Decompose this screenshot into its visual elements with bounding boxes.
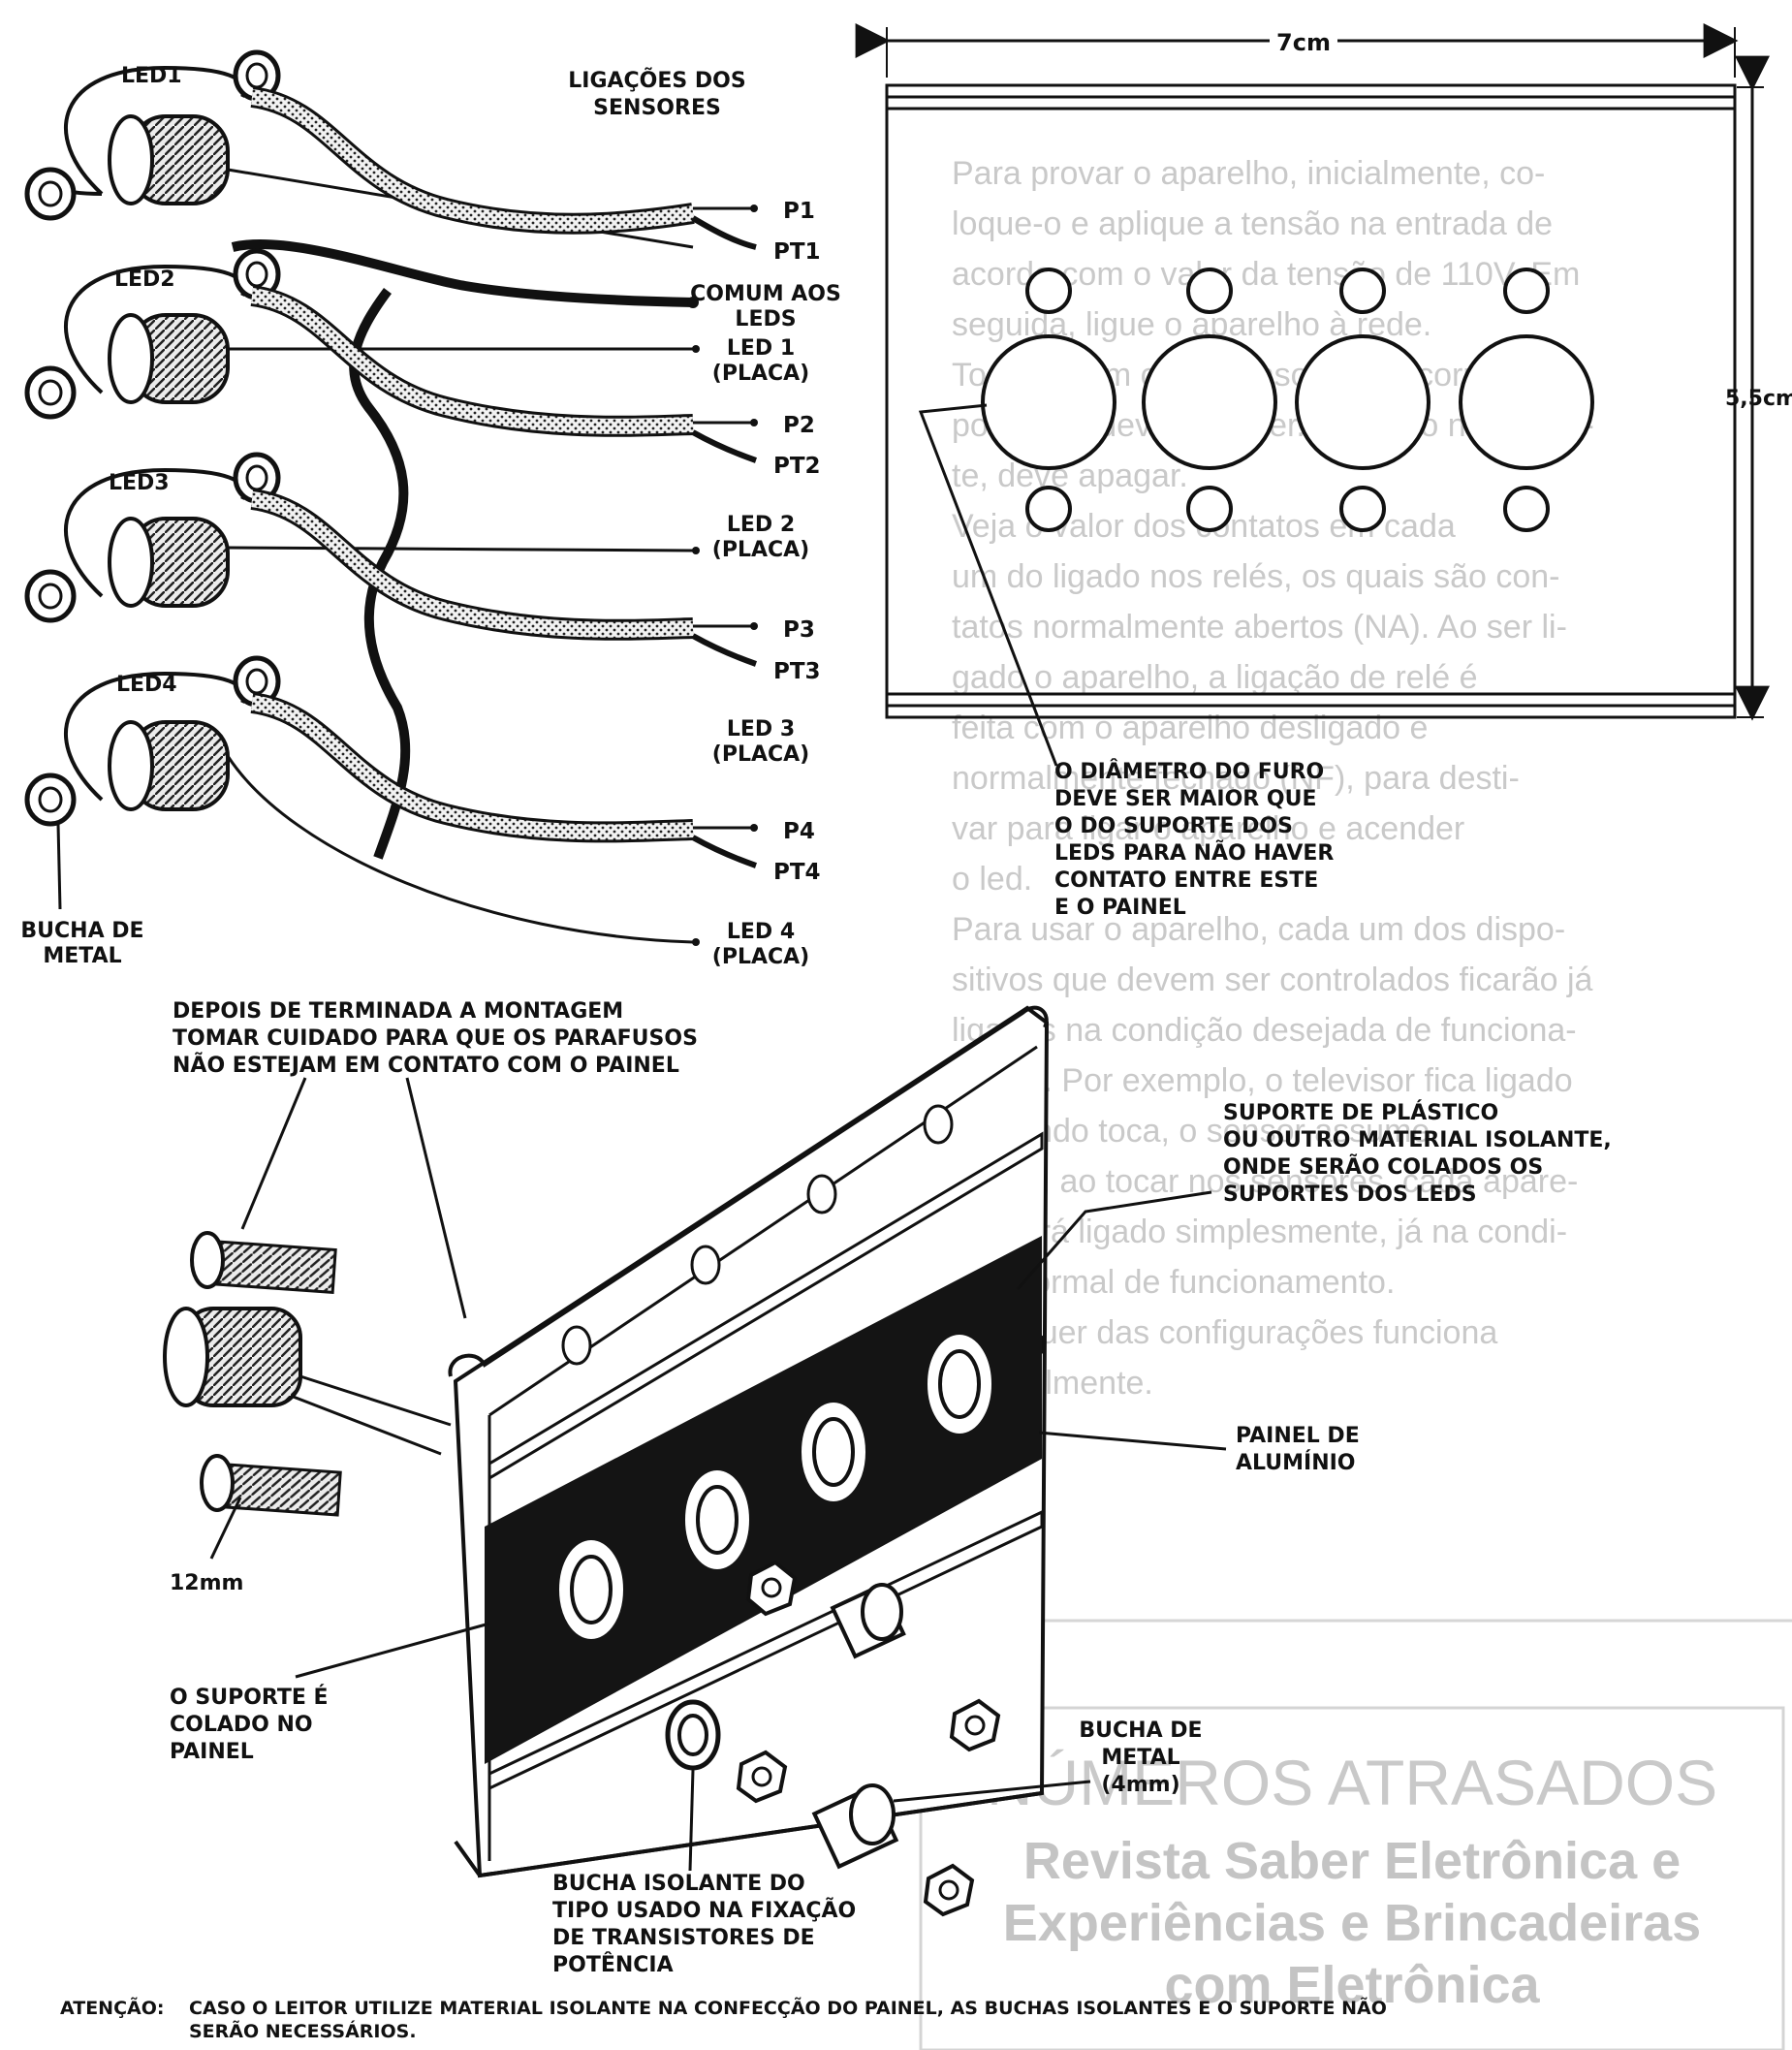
bg-article-line: o led.: [952, 861, 1032, 898]
support-note: OU OUTRO MATERIAL ISOLANTE,: [1223, 1128, 1612, 1152]
sensor-pin-label: P1: [783, 199, 815, 224]
led-sensor-3: LED3 P3 PT3: [24, 452, 821, 684]
panel-drilling-diagram: 7cm 5,5cm O DIÂMETRO DO FURO DEVE SER MA…: [855, 23, 1792, 920]
led-holder-icon: [163, 1307, 452, 1456]
bg-article-line: feita com o aparelho desligado e: [952, 710, 1428, 746]
warning-text: CASO O LEITOR UTILIZE MATERIAL ISOLANTE …: [189, 1996, 1387, 2019]
screw-note: NÃO ESTEJAM EM CONTATO COM O PAINEL: [173, 1053, 679, 1078]
bg-article-line: Para provar o aparelho, inicialmente, co…: [952, 155, 1545, 192]
panel-label: ALUMÍNIO: [1236, 1450, 1356, 1475]
support-note: SUPORTE DE PLÁSTICO: [1223, 1100, 1498, 1125]
led-label: LED1: [121, 64, 182, 88]
screw-note: DEPOIS DE TERMINADA A MONTAGEM: [173, 999, 623, 1024]
insulating-note: TIPO USADO NA FIXAÇÃO: [552, 1898, 856, 1923]
bg-article-line: ligados na condição desejada de funciona…: [952, 1012, 1577, 1049]
bg-banner-line: Revista Saber Eletrônica e: [1023, 1832, 1681, 1890]
bushing-label: METAL: [43, 944, 121, 968]
led-board-label: LED 1: [727, 336, 795, 361]
bg-article-line: var para ligar o aparelho e acender: [952, 810, 1464, 847]
panel-holes: [981, 268, 1594, 532]
width-label: 7cm: [1276, 29, 1331, 56]
sensor-pin-label: PT2: [773, 454, 821, 479]
common-wire-label: LEDS: [735, 307, 796, 331]
hole-note: LEDS PARA NÃO HAVER: [1054, 840, 1334, 866]
hole-note: O DIÂMETRO DO FURO: [1054, 759, 1324, 784]
sensor-pin-label: PT4: [773, 860, 821, 885]
insulating-bushing-icon: [665, 1699, 721, 1771]
bg-article-line: um do ligado nos relés, os quais são con…: [952, 558, 1559, 595]
glued-note: PAINEL: [170, 1740, 254, 1764]
led-board-label: (PLACA): [712, 362, 809, 386]
hole-note: DEVE SER MAIOR QUE: [1054, 787, 1316, 811]
wiring-title: LIGAÇÕES DOS: [568, 68, 745, 93]
sensor-pin-label: PT1: [773, 239, 821, 265]
led-board-label: LED 3: [727, 717, 795, 741]
sensor-pin-label: P2: [783, 413, 815, 438]
screw-length-label: 12mm: [170, 1571, 243, 1595]
insulating-note: POTÊNCIA: [552, 1952, 674, 1977]
sensor-pin-label: P3: [783, 617, 815, 643]
metal-bushing-label: (4mm): [1101, 1773, 1179, 1797]
led-sensor-2: LED2 P2 PT2: [24, 248, 821, 479]
bg-banner-box: [919, 1706, 1785, 2050]
sensor-wiring-diagram: LIGAÇÕES DOS SENSORES LED1 P1 PT1: [20, 49, 841, 969]
glued-note: O SUPORTE É: [170, 1685, 329, 1710]
led-board-label: (PLACA): [712, 945, 809, 969]
hole-note: O DO SUPORTE DOS: [1054, 814, 1293, 838]
led-board-label: (PLACA): [712, 538, 809, 562]
warning-label: ATENÇÃO:: [60, 1996, 164, 2019]
support-note: ONDE SERÃO COLADOS OS: [1223, 1154, 1543, 1180]
screw-icon: [200, 1454, 342, 1517]
bg-article-line: sitivos que devem ser controlados ficarã…: [952, 962, 1593, 998]
glued-note: COLADO NO: [170, 1713, 313, 1737]
led-label: LED4: [116, 673, 177, 697]
panel-label: PAINEL DE: [1236, 1424, 1360, 1448]
hole-note: CONTATO ENTRE ESTE: [1054, 868, 1318, 893]
led-board-label: LED 4: [727, 920, 795, 944]
metal-bushing-label: METAL: [1101, 1746, 1179, 1770]
bushing-label: BUCHA DE: [20, 919, 143, 943]
screw-note: TOMAR CUIDADO PARA QUE OS PARAFUSOS: [173, 1026, 698, 1051]
metal-bushing-icon: [811, 1783, 899, 1870]
plastic-support-strip: [485, 1236, 1042, 1764]
led-label: LED2: [114, 268, 175, 292]
common-wire: [231, 239, 694, 307]
wiring-title: SENSORES: [593, 96, 721, 120]
screw-icon: [190, 1231, 337, 1294]
insulating-note: BUCHA ISOLANTE DO: [552, 1872, 805, 1896]
common-bus-wire: [349, 288, 411, 860]
hole-note: E O PAINEL: [1054, 896, 1186, 920]
height-label: 5,5cm: [1725, 387, 1792, 411]
bg-article-line: mento. Por exemplo, o televisor fica lig…: [952, 1062, 1573, 1099]
common-wire-label: COMUM AOS: [690, 282, 841, 306]
bg-article-line: gado o aparelho, a ligação de relé é: [952, 659, 1478, 696]
bg-article-line: tatos normalmente abertos (NA). Ao ser l…: [952, 609, 1567, 646]
led-sensor-1: LED1 P1 PT1: [24, 49, 821, 265]
insulating-note: DE TRANSISTORES DE: [552, 1926, 815, 1950]
warning-text: SERÃO NECESSÁRIOS.: [189, 2019, 417, 2042]
metal-bushing-icon: [830, 1583, 906, 1659]
led-board-label: (PLACA): [712, 742, 809, 767]
led-sensor-4: LED4 P4 PT4: [24, 655, 821, 946]
warning-footer: ATENÇÃO: CASO O LEITOR UTILIZE MATERIAL …: [60, 1996, 1387, 2042]
bg-article-line: Para usar o aparelho, cada um dos dispo-: [952, 911, 1565, 948]
support-note: SUPORTES DOS LEDS: [1223, 1183, 1477, 1207]
bg-article-line: normalmente fechado (NF), para desti-: [952, 760, 1520, 797]
metal-bushing-label: BUCHA DE: [1079, 1719, 1202, 1743]
bg-article-line: Assim, ao tocar nos sensores, cada apare…: [952, 1163, 1578, 1200]
panel-assembly-diagram: DEPOIS DE TERMINADA A MONTAGEM TOMAR CUI…: [163, 999, 1612, 1977]
led-board-label: LED 2: [727, 513, 795, 537]
bg-banner-line: com Eletrônica: [1164, 1956, 1540, 2014]
sensor-pin-label: PT3: [773, 659, 821, 684]
sensor-pin-label: P4: [783, 819, 815, 844]
led-label: LED3: [109, 471, 170, 495]
bg-article-line: lho será ligado simplesmente, já na cond…: [952, 1214, 1567, 1250]
bg-banner-title: NÚMEROS ATRASADOS: [987, 1747, 1717, 1818]
bg-article-line: loque-o e aplique a tensão na entrada de: [952, 205, 1553, 242]
bg-banner-line: Experiências e Brincadeiras: [1003, 1894, 1701, 1952]
